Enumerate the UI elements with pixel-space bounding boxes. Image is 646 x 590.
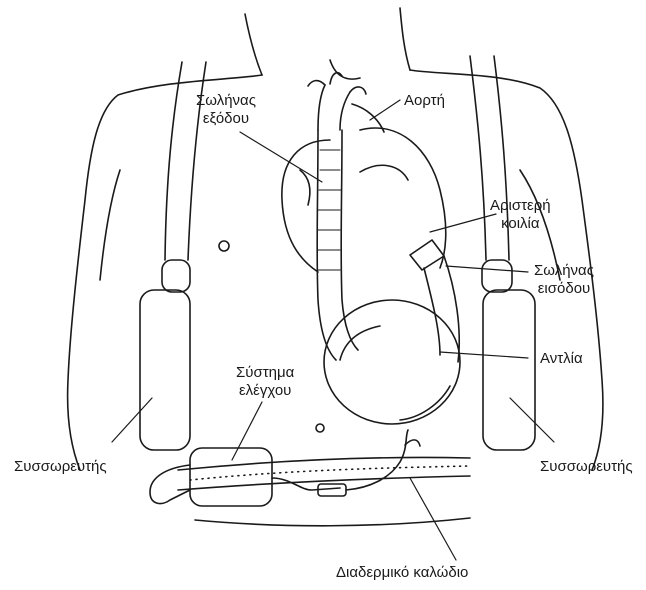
percutaneous-cable-label: Διαδερμικό καλώδιο (336, 564, 468, 582)
inlet-tube-label-line2: εισόδου (534, 280, 594, 298)
pump-body (324, 300, 460, 424)
belt (178, 458, 470, 491)
percutaneous-cable-line (346, 430, 408, 490)
battery-right-body (483, 290, 535, 450)
outlet-tube-label-line2: εξόδου (196, 110, 256, 128)
nipple-left (219, 241, 229, 251)
left-ventricle-label-line1: Αριστερή (490, 197, 551, 215)
waist-line (195, 518, 470, 526)
battery-left-body (140, 290, 190, 450)
left-ventricle-label: Αριστερή κοιλία (490, 197, 551, 233)
aorta-vessels (308, 73, 384, 132)
left-strap-buckle (162, 260, 190, 292)
cable-exit-loop (405, 440, 420, 446)
controller-cable-left (150, 465, 190, 504)
controller-label-line2: ελέγχου (236, 382, 294, 400)
heart (282, 128, 446, 272)
outlet-tube-label: Σωλήνας εξόδου (196, 92, 256, 128)
controller-label: Σύστημα ελέγχου (236, 364, 294, 400)
inlet-tube (410, 240, 459, 362)
inlet-tube-label-line1: Σωλήνας (534, 262, 594, 280)
battery-right-label: Συσσωρευτής (540, 458, 633, 476)
inlet-tube-label: Σωλήνας εισόδου (534, 262, 594, 298)
pump-label: Αντλία (540, 350, 583, 368)
right-strap-buckle (482, 260, 512, 292)
aorta-label: Αορτή (404, 92, 445, 110)
left-ventricle-label-line2: κοιλία (490, 215, 551, 233)
controller-label-line1: Σύστημα (236, 364, 294, 382)
battery-left-label: Συσσωρευτής (14, 458, 107, 476)
navel (316, 424, 324, 432)
controller-unit (190, 448, 272, 506)
outlet-tube-label-line1: Σωλήνας (196, 92, 256, 110)
